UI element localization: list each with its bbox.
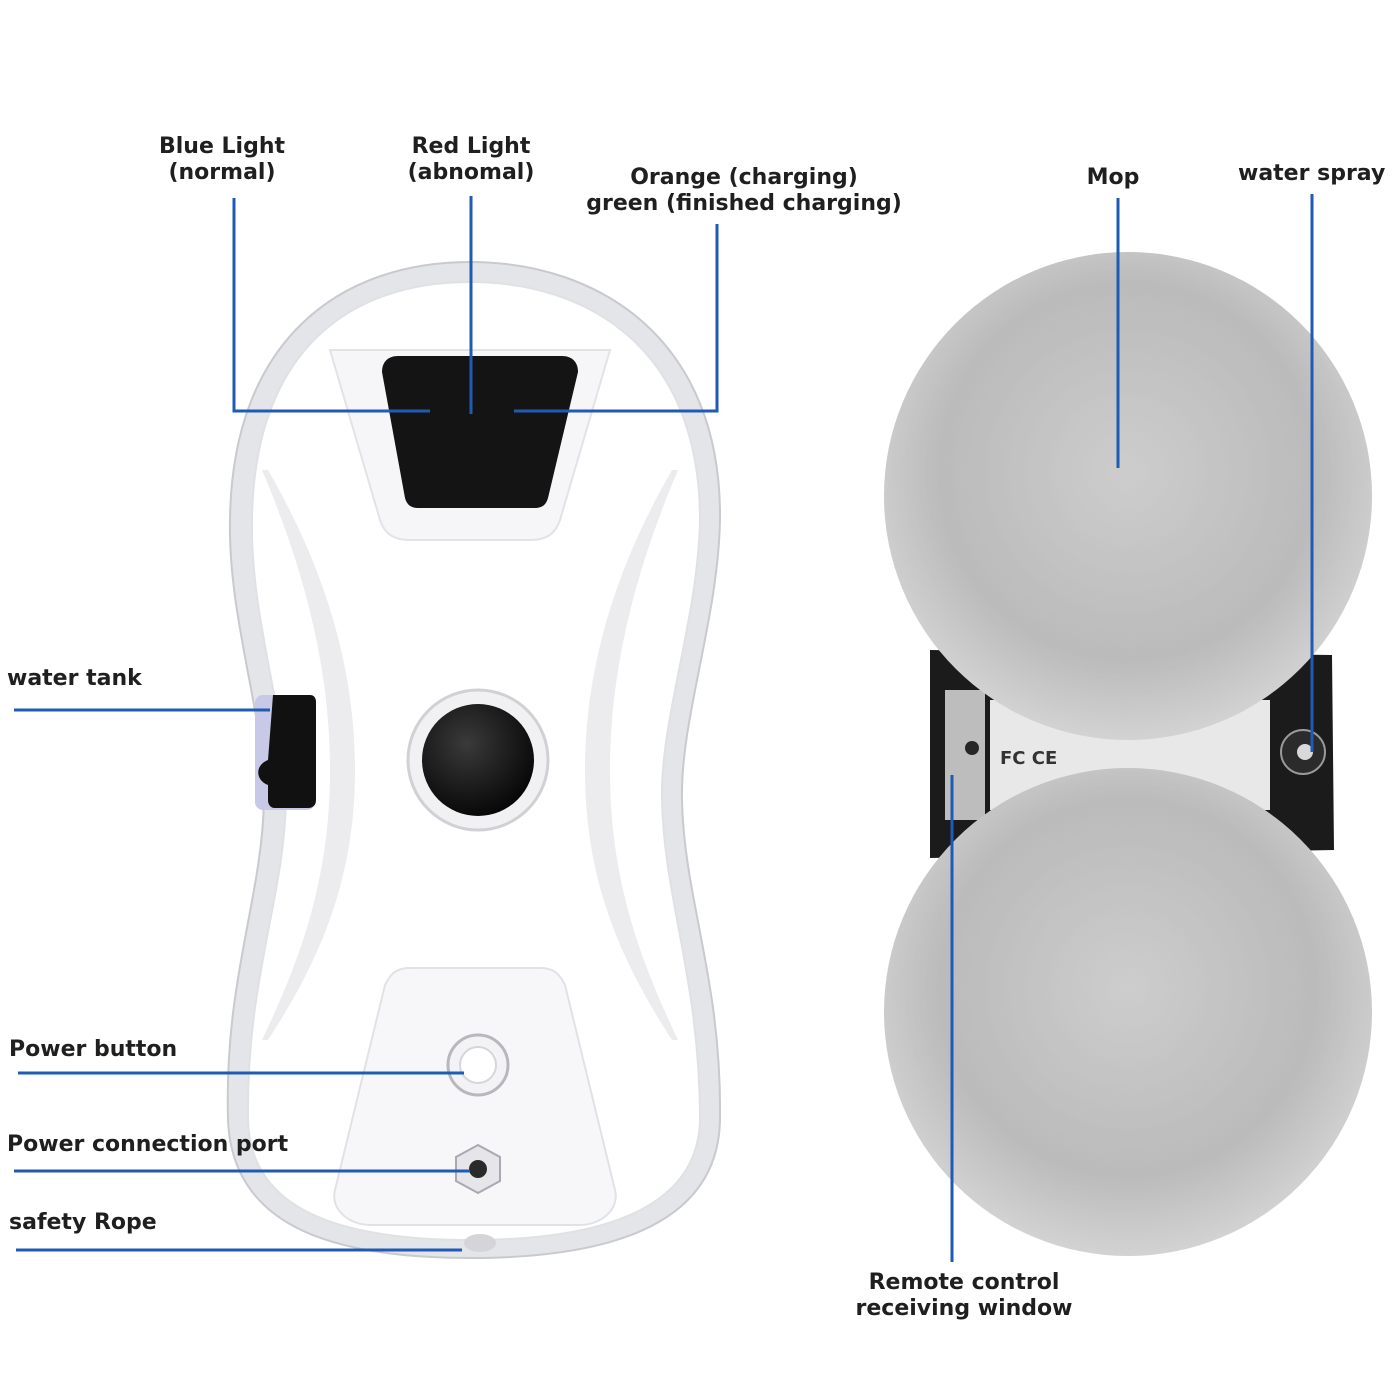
label-power-port-line1: Power connection port	[7, 1132, 289, 1157]
label-safety-rope: safety Rope	[9, 1210, 157, 1236]
label-mop: Mop	[1053, 165, 1173, 191]
robot-right-bevel	[585, 470, 678, 1040]
remote-sensor-dot	[965, 741, 979, 755]
label-remote-window-line2: receiving window	[855, 1296, 1073, 1321]
label-power-button: Power button	[9, 1037, 177, 1063]
label-remote-window-line1: Remote control	[868, 1270, 1060, 1295]
label-blue-light-line1: Blue Light	[158, 134, 286, 159]
robot-left-bevel	[262, 470, 355, 1040]
center-lens	[422, 704, 534, 816]
label-power-button-line1: Power button	[9, 1037, 178, 1062]
power-port-hole	[469, 1160, 487, 1178]
safety-rope-anchor	[464, 1234, 496, 1252]
label-water-tank-line1: water tank	[7, 666, 142, 691]
robot-back-view: FC CE	[884, 252, 1372, 1256]
indicator-panel	[382, 356, 578, 508]
label-remote-window: Remote control receiving window	[834, 1270, 1094, 1322]
label-water-spray: water spray	[1238, 161, 1385, 187]
label-mop-line1: Mop	[1086, 165, 1140, 190]
label-red-light: Red Light (abnomal)	[371, 134, 571, 186]
label-safety-rope-line1: safety Rope	[9, 1210, 157, 1235]
label-water-tank: water tank	[7, 666, 142, 692]
mop-bottom	[884, 768, 1372, 1256]
power-button-center	[459, 1046, 497, 1084]
mop-top	[884, 252, 1372, 740]
robot-bottom-plate	[333, 967, 617, 1226]
label-orange-green-line2: green (finished charging)	[586, 191, 902, 216]
label-orange-green-line1: Orange (charging)	[630, 165, 858, 190]
water-tank	[258, 695, 316, 808]
water-spray-nozzle-core	[1297, 744, 1313, 760]
label-blue-light-line2: (normal)	[168, 160, 276, 185]
leader-lines	[14, 194, 1314, 1262]
fc-ce-mark: FC CE	[1000, 748, 1057, 769]
label-red-light-line1: Red Light	[411, 134, 531, 159]
label-blue-light: Blue Light (normal)	[122, 134, 322, 186]
leader-orange-green	[514, 224, 719, 413]
label-red-light-line2: (abnomal)	[407, 160, 535, 185]
robot-front-view	[226, 260, 722, 1260]
label-water-spray-line1: water spray	[1238, 161, 1386, 186]
leader-blue-light	[232, 198, 430, 413]
label-orange-green: Orange (charging) green (finished chargi…	[584, 165, 904, 217]
label-power-port: Power connection port	[7, 1132, 288, 1158]
